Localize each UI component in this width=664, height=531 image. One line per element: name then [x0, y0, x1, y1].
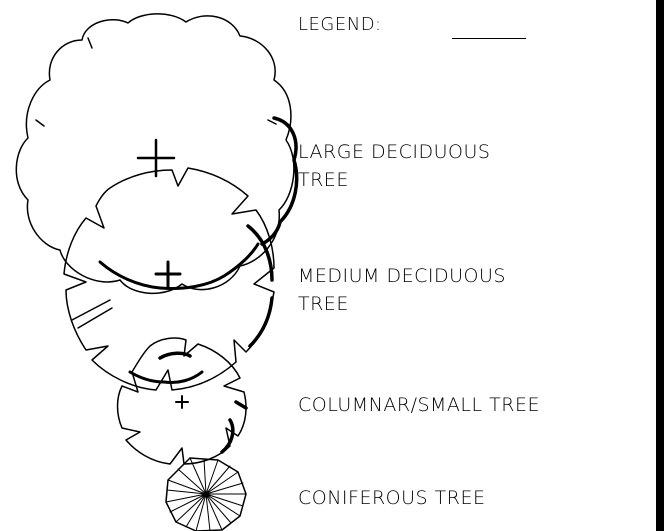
medium-tree-thick-edge: [246, 224, 274, 348]
large-tree-tick-1: [35, 119, 45, 127]
label-medium-line2: TREE: [298, 293, 349, 315]
medium-tree-center-mark: [154, 260, 182, 290]
medium-deciduous-tree-symbol: [63, 167, 275, 391]
medium-tree-canopy-outline: [63, 167, 275, 391]
medium-tree-thick-lower: [98, 242, 260, 290]
large-tree-center-mark: [136, 138, 176, 178]
page-edge-border: [656, 0, 664, 531]
legend-underline: [452, 38, 526, 39]
label-medium-deciduous-tree: MEDIUM DECIDUOUS TREE: [298, 262, 506, 318]
label-coniferous-tree: CONIFEROUS TREE: [298, 484, 485, 512]
columnar-tree-thick-edge: [158, 351, 248, 454]
legend-title: LEGEND:: [298, 14, 382, 35]
label-large-line1: LARGE DECIDUOUS: [298, 141, 491, 163]
label-coniferous-line1: CONIFEROUS TREE: [298, 487, 486, 509]
label-medium-line1: MEDIUM DECIDUOUS: [298, 265, 506, 287]
large-tree-tick-2: [267, 119, 277, 125]
label-columnar-small-tree: COLUMNAR/SMALL TREE: [298, 391, 540, 419]
label-columnar-line1: COLUMNAR/SMALL TREE: [298, 394, 540, 416]
columnar-tree-thick-top: [128, 370, 204, 384]
label-large-line2: TREE: [298, 169, 349, 191]
coniferous-tree-symbol: [165, 457, 247, 531]
large-tree-tick-3: [87, 37, 93, 49]
medium-tree-notch: [71, 299, 113, 329]
coniferous-tree-spokes: [165, 457, 247, 531]
label-large-deciduous-tree: LARGE DECIDUOUS TREE: [298, 138, 490, 194]
large-tree-thick-edge: [260, 116, 299, 246]
columnar-small-tree-symbol: [116, 337, 248, 465]
columnar-tree-center-mark: [175, 395, 189, 409]
